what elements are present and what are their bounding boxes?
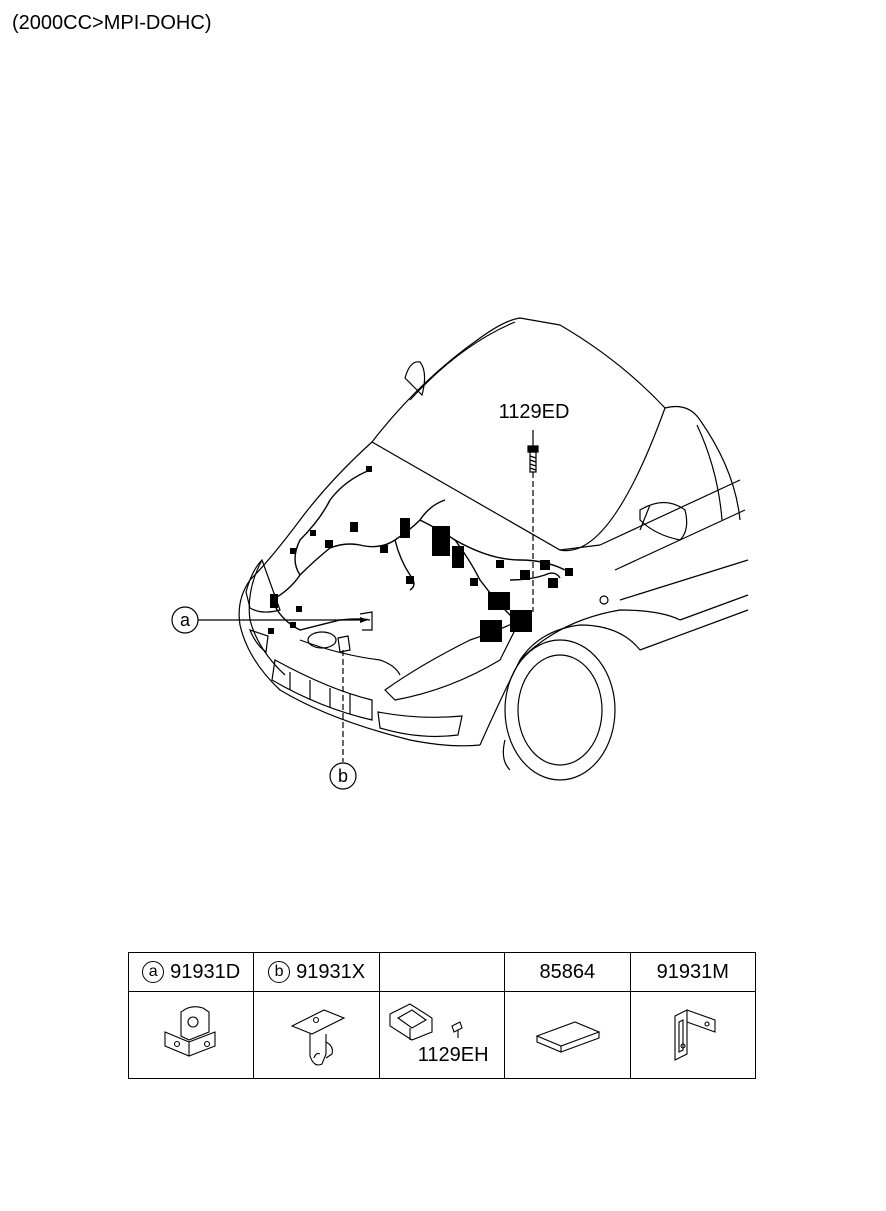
part-number: 85864: [539, 960, 596, 983]
parts-table: a 91931D b 91931X 85864 91931M: [127, 952, 757, 1079]
callout-b-label: b: [338, 766, 348, 786]
part-image-cell: [629, 991, 757, 1079]
wiring-harness: [271, 469, 566, 631]
bracket-m-icon: [674, 1009, 716, 1061]
bolt-sub-label: 1129EH: [417, 1044, 489, 1066]
part-image-cell: [504, 991, 631, 1079]
page-title: (2000CC>MPI-DOHC): [12, 12, 212, 34]
part-header-cell: 85864: [504, 952, 631, 992]
pad-icon: [535, 1021, 601, 1053]
part-header-cell: a 91931D: [127, 952, 255, 992]
bracket-b-icon: [291, 1009, 346, 1066]
part-image-cell: 1129EH: [378, 991, 506, 1079]
bracket-a-icon: [164, 1006, 216, 1057]
callout-b-circle: [329, 762, 357, 790]
parts-table-image-row: 1129EH: [127, 991, 757, 1079]
bolt-part-label: 1129ED: [499, 401, 570, 423]
callout-a-circle: [171, 606, 199, 634]
bracket-with-bolt-icon: [389, 1003, 463, 1041]
marker-b: b: [268, 961, 291, 983]
marker-a: a: [142, 961, 165, 983]
part-header-cell: 91931M: [629, 952, 757, 992]
part-image-cell: [127, 991, 255, 1079]
part-number: 91931M: [656, 960, 729, 983]
part-header-cell: [378, 952, 506, 992]
harness-connectors: [268, 466, 573, 642]
bracket-b-location: [337, 635, 351, 653]
part-header-cell: b 91931X: [253, 952, 380, 992]
car-body-outline: [238, 317, 749, 781]
part-number: 91931X: [296, 960, 366, 983]
bolt-icon: [527, 445, 539, 473]
parts-table-header-row: a 91931D b 91931X 85864 91931M: [127, 952, 757, 992]
bracket-a-location: [359, 611, 373, 631]
part-number: 91931D: [170, 960, 241, 983]
leader-lines: [198, 430, 534, 762]
callout-a-label: a: [180, 610, 191, 630]
part-image-cell: [253, 991, 380, 1079]
